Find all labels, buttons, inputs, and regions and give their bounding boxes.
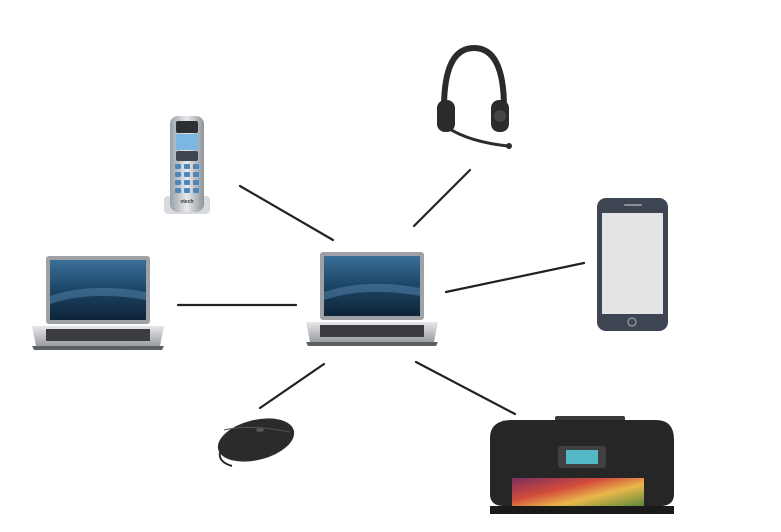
headset-icon (437, 44, 512, 149)
printer-icon (490, 416, 674, 514)
hub-laptop-icon (306, 252, 438, 346)
laptop-icon (32, 256, 164, 350)
link-hub-cordless-phone (238, 184, 335, 242)
link-hub-mouse (258, 362, 326, 410)
link-hub-smartphone (444, 261, 586, 294)
connection-lines (176, 168, 586, 416)
link-hub-headset (412, 168, 472, 228)
phone-brand-label: vtech (180, 199, 193, 205)
cordless-phone-icon: vtech (164, 116, 210, 214)
smartphone-icon (597, 198, 668, 331)
mouse-icon (217, 418, 295, 467)
link-hub-printer (414, 360, 517, 416)
